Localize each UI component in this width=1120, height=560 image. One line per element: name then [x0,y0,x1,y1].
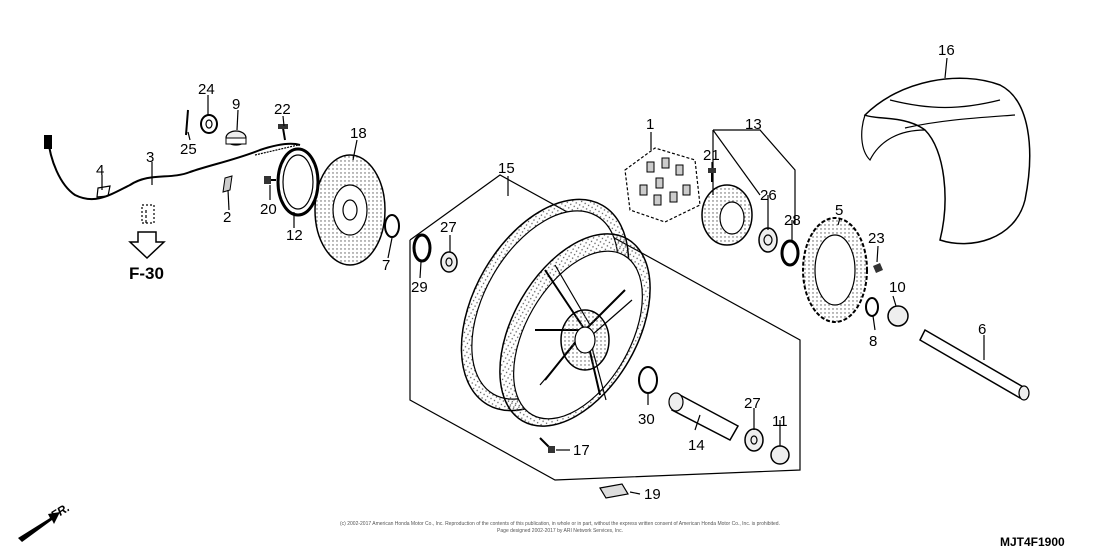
leader-lines [101,57,985,495]
balance-weight[interactable] [599,483,629,499]
callout-20: 20 [260,201,277,218]
callout-27a: 27 [440,219,457,236]
washer-8[interactable] [865,297,879,317]
callout-26: 26 [760,187,777,204]
valve-17[interactable] [539,437,555,453]
callout-9: 9 [232,96,240,113]
speed-sensor-harness[interactable] [44,135,301,201]
callout-29: 29 [411,279,428,296]
callout-16: 16 [938,42,955,59]
harness-clip[interactable] [96,185,111,198]
callout-2: 2 [223,209,231,226]
callout-21: 21 [703,147,720,164]
bolt-21[interactable] [708,168,716,182]
callout-labels: 1 2 3 4 5 6 7 8 9 10 11 12 13 14 15 16 1… [96,42,986,503]
collar-9[interactable] [225,130,247,146]
callout-11: 11 [772,413,788,430]
driven-sprocket[interactable] [802,217,868,323]
callout-24: 24 [198,81,215,98]
bolt-22[interactable] [278,124,288,141]
bearing-7[interactable] [384,214,400,238]
bearing-27a[interactable] [440,251,458,273]
collar-11[interactable] [770,445,790,465]
wheel-assembly-frame [409,174,801,481]
collar-10[interactable] [887,305,909,327]
callout-12: 12 [286,227,303,244]
damper-rubber-set[interactable] [624,147,701,223]
sprocket-flange[interactable] [701,129,796,246]
bearing-27b[interactable] [744,428,764,452]
copyright-line-2: Page designed 2002-2017 by ARI Network S… [497,528,623,534]
rear-wheel[interactable] [427,170,681,452]
washer-24[interactable] [200,114,218,134]
callout-22: 22 [274,101,291,118]
front-direction-arrow-icon [18,512,60,542]
pin-25[interactable] [185,109,189,136]
copyright-line-1: (c) 2002-2017 American Honda Motor Co., … [340,521,780,527]
callout-4: 4 [96,162,104,179]
reference-arrow [128,204,166,260]
callout-28: 28 [784,212,801,229]
oring-29[interactable] [412,233,432,263]
callout-6: 6 [978,321,986,338]
sensor-ring[interactable] [276,147,320,217]
rear-axle[interactable] [919,328,1030,401]
copyright-notice: (c) 2002-2017 American Honda Motor Co., … [270,521,850,535]
nut-23[interactable] [873,263,883,273]
callout-13: 13 [745,116,762,133]
collar-14[interactable] [668,392,740,441]
rear-tire[interactable] [861,77,1031,245]
callout-18: 18 [350,125,367,142]
callout-30: 30 [638,411,655,428]
diagram-code: MJT4F1900 [1000,535,1065,549]
callout-8: 8 [869,333,877,350]
callout-25: 25 [180,141,197,158]
callout-14: 14 [688,437,705,454]
brake-disc[interactable] [314,154,386,266]
bolt-20[interactable] [264,176,276,184]
callout-3: 3 [146,149,154,166]
oring-30[interactable] [638,366,658,394]
callout-23: 23 [868,230,885,247]
callout-15: 15 [498,160,515,177]
callout-27b: 27 [744,395,761,412]
callout-1: 1 [646,116,654,133]
clamp-2[interactable] [222,175,233,193]
callout-7: 7 [382,257,390,274]
callout-5: 5 [835,202,843,219]
callout-19: 19 [644,486,661,503]
reference-label[interactable]: F-30 [129,264,164,283]
bearing-26[interactable] [758,227,778,253]
seal-28[interactable] [780,239,800,267]
callout-10: 10 [889,279,906,296]
callout-17: 17 [573,442,590,459]
